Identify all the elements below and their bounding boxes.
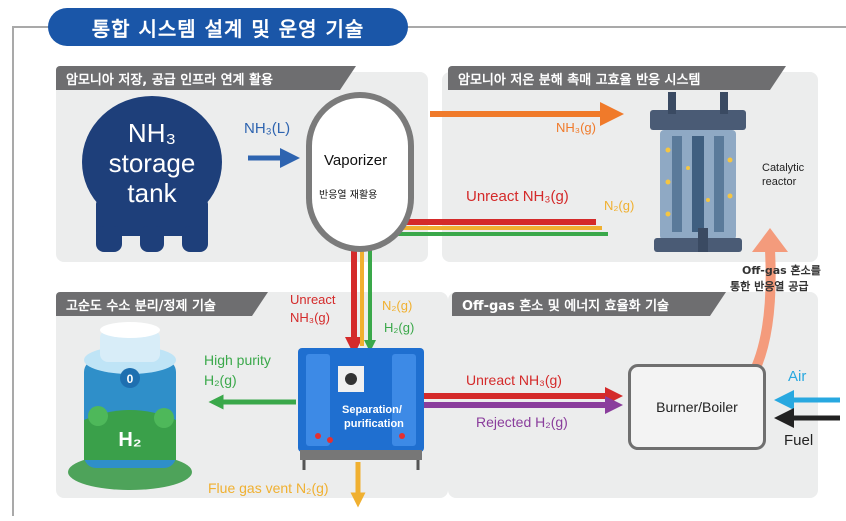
vaporizer-box: Vaporizer 반응열 재활용 [306,92,414,252]
separation-label-1: Separation/ [342,404,402,416]
unreact-mid-label-1: Unreact [290,292,336,307]
vaporizer-label: Vaporizer [324,152,388,169]
burner-boiler-box: Burner/Boiler [628,364,766,450]
nh3-gas-label: NH₃(g) [556,120,596,135]
offgas-label-2: 통한 반응열 공급 [730,280,809,293]
tank-label-line3: tank [127,178,177,208]
reactor-label-line2: reactor [762,176,797,188]
separation-unit-icon [298,348,424,470]
h2-mid-label: H₂(g) [384,320,415,335]
frame-line-left [12,26,14,516]
tab-offgas: Off-gas 혼소 및 에너지 효율화 기술 [452,292,726,316]
unreact-right-label: Unreact NH₃(g) [466,372,562,388]
tab-storage: 암모니아 저장, 공급 인프라 연계 활용 [56,66,356,90]
n2-mid-label: N₂(g) [382,298,413,313]
tank-label-line2: storage [108,148,196,178]
tab-separation: 고순도 수소 분리/정제 기술 [56,292,268,316]
tank-label-line1: NH₃ [127,118,177,148]
offgas-heat-arrow [749,249,776,375]
unreact-top-label: Unreact NH₃(g) [466,188,569,205]
reactor-vessel-icon [650,92,746,252]
reactor-label-line1: Catalytic [762,162,805,174]
tank-label: NH₃ storage tank [102,118,202,208]
svg-text:H₂: H₂ [118,429,141,451]
hydrogen-tank-icon: 0 H₂ [68,322,192,490]
svg-text:0: 0 [127,372,134,386]
storage-tank-icon [82,96,222,252]
high-purity-label-2: H₂(g) [204,372,237,388]
frame-line-top [404,26,846,28]
air-label: Air [788,368,807,385]
panel-catalyst [442,72,818,262]
vaporizer-sublabel: 반응열 재활용 [319,190,378,201]
n2-top-label: N₂(g) [604,198,635,213]
flue-gas-label: Flue gas vent N₂(g) [208,480,329,496]
unreact-mid-label-2: NH₃(g) [290,310,330,325]
high-purity-label-1: High purity [204,352,271,368]
tab-catalyst: 암모니아 저온 분해 촉매 고효율 반응 시스템 [448,66,786,90]
fuel-label: Fuel [784,432,814,449]
offgas-arrowhead [752,228,788,252]
offgas-label-1: Off-gas 혼소를 [742,264,821,277]
separation-label-2: purification [344,418,404,430]
page-title: 통합 시스템 설계 및 운영 기술 [48,8,408,46]
nh3-liquid-label: NH₃(L) [244,120,291,137]
rejected-h2-label: Rejected H₂(g) [476,414,568,430]
frame-line-top-left [12,26,52,28]
